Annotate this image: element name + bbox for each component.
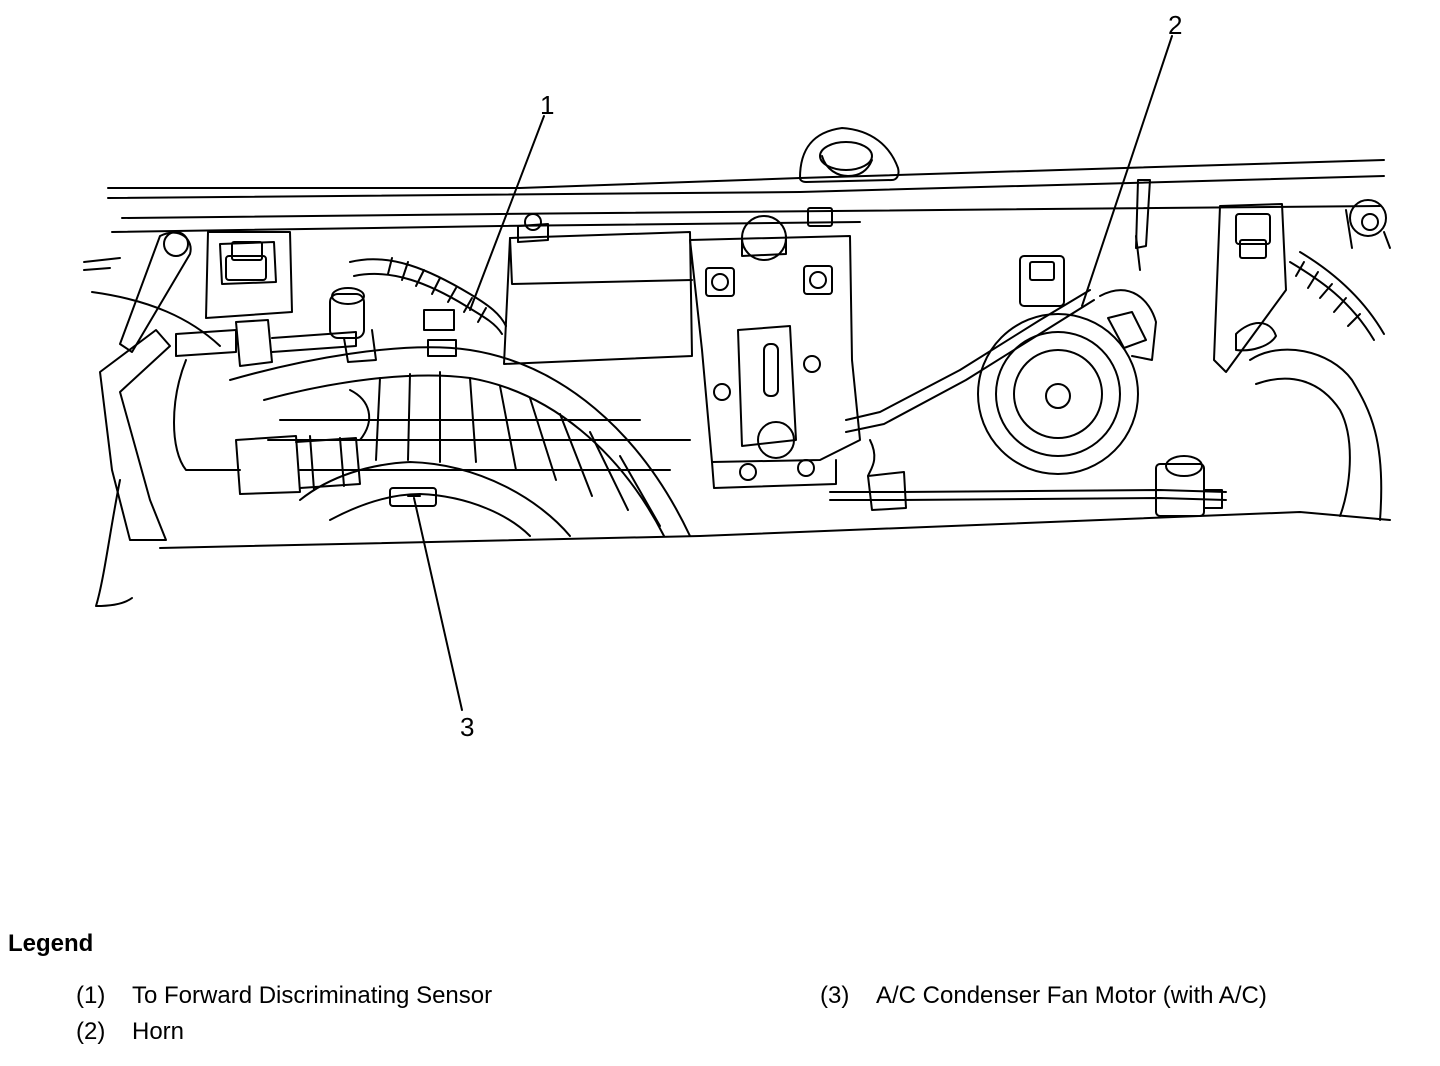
left-body-panel — [91, 291, 1391, 607]
legend-item-text: A/C Condenser Fan Motor (with A/C) — [876, 982, 1267, 1009]
engine-bay-line-drawing — [83, 35, 1391, 711]
hood-release-cable — [829, 289, 1227, 517]
horn — [977, 179, 1157, 475]
leader-line-2 — [1081, 35, 1173, 307]
legend-item-number: (2) — [76, 1018, 106, 1045]
legend: Legend (1) To Forward Discriminating Sens… — [0, 928, 1440, 1066]
legend-item-3: (3) A/C Condenser Fan Motor (with A/C) — [820, 982, 1267, 1010]
legend-item-1: (1) To Forward Discriminating Sensor — [76, 982, 492, 1010]
legend-item-number: (1) — [76, 982, 106, 1009]
harness-forward-sensor — [349, 257, 507, 357]
right-bracket — [1213, 199, 1387, 373]
callout-number-1: 1 — [540, 90, 555, 120]
callout-leaders — [413, 35, 1173, 711]
radiator-support — [83, 159, 1391, 271]
legend-item-2: (2) Horn — [76, 1018, 184, 1046]
condenser-fan-shroud — [229, 346, 691, 537]
left-bracket — [119, 231, 293, 353]
callout-number-3: 3 — [460, 712, 475, 742]
leader-line-1 — [469, 115, 545, 311]
right-hose — [1249, 251, 1385, 521]
module-box — [503, 213, 693, 365]
radiator-cap — [799, 127, 900, 183]
center-latch-bracket — [689, 207, 861, 489]
legend-item-text: Horn — [132, 1018, 185, 1045]
left-connector — [173, 287, 377, 495]
legend-title: Legend — [8, 930, 94, 957]
legend-item-number: (3) — [820, 982, 850, 1009]
callout-number-2: 2 — [1168, 10, 1183, 40]
leader-line-3 — [413, 497, 463, 711]
legend-item-text: To Forward Discriminating Sensor — [132, 982, 493, 1009]
